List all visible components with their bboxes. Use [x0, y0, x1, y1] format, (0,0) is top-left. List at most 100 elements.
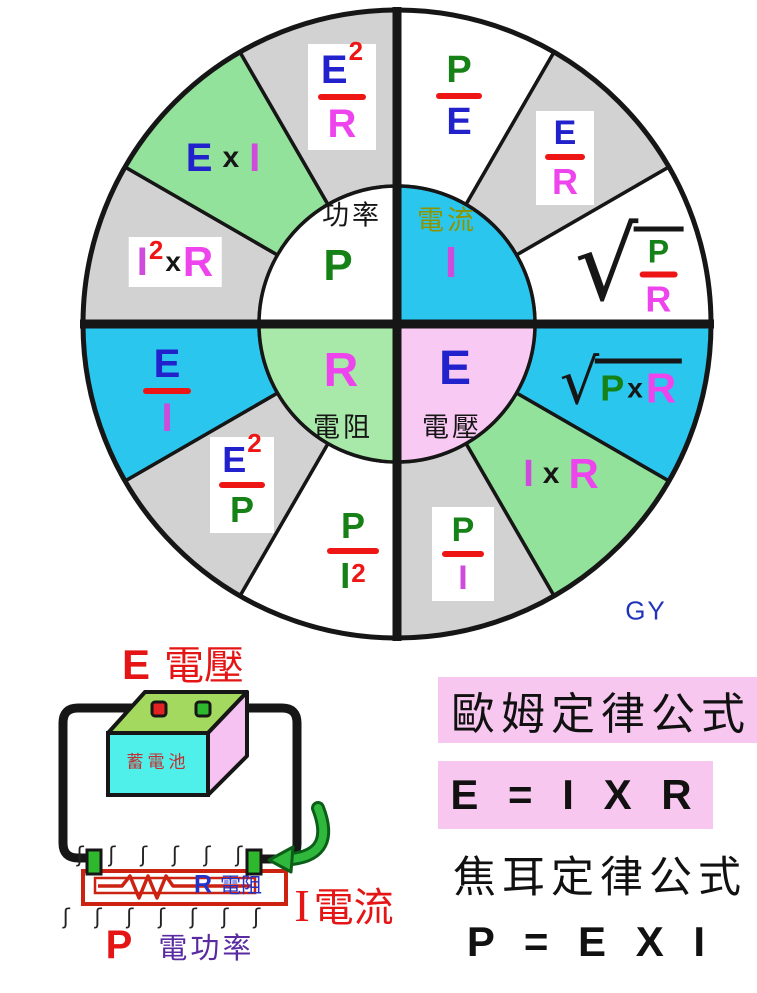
- fraction-bar: [545, 154, 585, 160]
- hub-voltage-symbol: E: [438, 342, 472, 395]
- formula-numerator: P: [446, 49, 472, 91]
- ohm-law-title: 歐姆定律公式: [451, 690, 751, 739]
- battery-positive-terminal: [150, 700, 168, 718]
- joule-law-formula-box: P = E X I: [443, 916, 738, 968]
- formula-term: P: [600, 367, 625, 409]
- formula-term: E: [185, 136, 213, 180]
- radical-sign: √: [574, 206, 639, 324]
- formula-exponent: 2: [247, 428, 262, 458]
- formula-denominator: I: [340, 555, 351, 596]
- resistor-terminal-right: [245, 848, 263, 876]
- formula-numerator: E: [153, 342, 181, 386]
- voltage-symbol: E: [121, 641, 151, 688]
- resistor-inner-outline: [93, 876, 257, 895]
- formula-e-over-i: E I: [143, 344, 191, 438]
- formula-numerator: P: [647, 233, 670, 270]
- formula-denominator: R: [552, 161, 578, 202]
- battery-front-face: [106, 731, 210, 797]
- joule-law-title: 焦耳定律公式: [453, 855, 747, 902]
- formula-wheel: [80, 7, 714, 641]
- fraction-bar: [327, 548, 379, 554]
- fraction-bar: [436, 93, 482, 99]
- voltage-label: 電壓: [164, 643, 245, 688]
- formula-denominator: I: [161, 396, 173, 440]
- multiply-sign: x: [542, 457, 560, 490]
- formula-numerator: P: [451, 511, 475, 549]
- resistor-label: 電阻: [220, 873, 263, 898]
- formula-sqrt-p-over-r: √ P R: [574, 206, 684, 324]
- fraction-bar: [143, 388, 191, 394]
- hub-resistance-quadrant: [257, 322, 399, 464]
- circuit-diagram: [58, 690, 331, 906]
- battery-negative-terminal: [194, 700, 212, 718]
- formula-p-over-i: P I: [432, 507, 494, 601]
- formula-exponent: 2: [348, 36, 364, 66]
- heat-marks-top: ʃ ʃ ʃ ʃ ʃ ʃ: [76, 843, 252, 867]
- hub-current-symbol: I: [444, 238, 458, 287]
- battery-label: 蓄電池: [126, 752, 190, 772]
- formula-e-over-r: E R: [536, 111, 594, 205]
- formula-numerator: E: [320, 48, 348, 92]
- ohm-law-title-box: 歐姆定律公式: [438, 677, 757, 743]
- formula-exponent: 2: [148, 235, 164, 265]
- formula-denominator: I: [458, 559, 468, 597]
- resistor-terminal-left: [85, 848, 103, 876]
- hub-voltage-label: 電壓: [422, 412, 482, 443]
- heat-marks-bottom: ʃ ʃ ʃ ʃ ʃ ʃ ʃ: [62, 905, 270, 929]
- joule-law-formula: P = E X I: [466, 918, 715, 965]
- formula-term: R: [568, 450, 599, 497]
- formula-term: R: [182, 238, 214, 285]
- formula-p-over-e: P E: [436, 51, 482, 141]
- fraction-bar: [639, 271, 678, 278]
- hub-power-symbol: P: [323, 241, 353, 290]
- circuit-power-label: P 電功率: [106, 925, 255, 965]
- hub-current-label: 電流: [417, 205, 477, 236]
- formula-denominator: P: [229, 489, 254, 530]
- current-arrow-head: [267, 845, 295, 874]
- signature: GY: [625, 595, 667, 626]
- multiply-sign: x: [627, 372, 643, 404]
- hub-power-label: 功率: [322, 200, 382, 231]
- fraction-bar: [219, 482, 265, 488]
- formula-term: I: [523, 453, 534, 495]
- hub-current-quadrant: [395, 184, 537, 326]
- formula-denominator: R: [327, 102, 357, 146]
- power-symbol: P: [105, 923, 133, 967]
- resistor-label-group: R 電阻: [193, 870, 263, 899]
- formula-numerator: P: [340, 505, 365, 546]
- circuit-voltage-title: E 電壓: [122, 644, 244, 686]
- current-symbol: I: [294, 880, 310, 931]
- ohm-law-formula-box: E = I X R: [438, 761, 713, 829]
- resistor-symbol: R: [193, 870, 213, 899]
- current-arrow-fill: [288, 804, 328, 863]
- wire-left: [58, 703, 157, 863]
- current-label: 電流: [313, 885, 394, 930]
- formula-denominator: R: [645, 278, 672, 320]
- formula-term: I: [249, 136, 261, 180]
- formula-exponent: 2: [351, 558, 366, 588]
- resistor-zigzag: [98, 874, 252, 900]
- joule-law-title-box: 焦耳定律公式: [442, 849, 757, 902]
- ohm-law-formula: E = I X R: [450, 771, 701, 818]
- formula-numerator: E: [553, 114, 577, 152]
- hub-power-quadrant: [257, 184, 399, 326]
- formula-numerator: E: [222, 439, 247, 480]
- hub-resistance-symbol: R: [323, 344, 359, 397]
- radical-sign: √: [559, 345, 600, 419]
- formula-term: R: [645, 364, 677, 412]
- formula-denominator: E: [446, 101, 472, 143]
- multiply-sign: x: [165, 246, 181, 277]
- fraction-bar: [442, 551, 484, 557]
- formula-term: I: [136, 240, 148, 284]
- power-label: 電功率: [158, 933, 255, 965]
- multiply-sign: x: [222, 141, 240, 174]
